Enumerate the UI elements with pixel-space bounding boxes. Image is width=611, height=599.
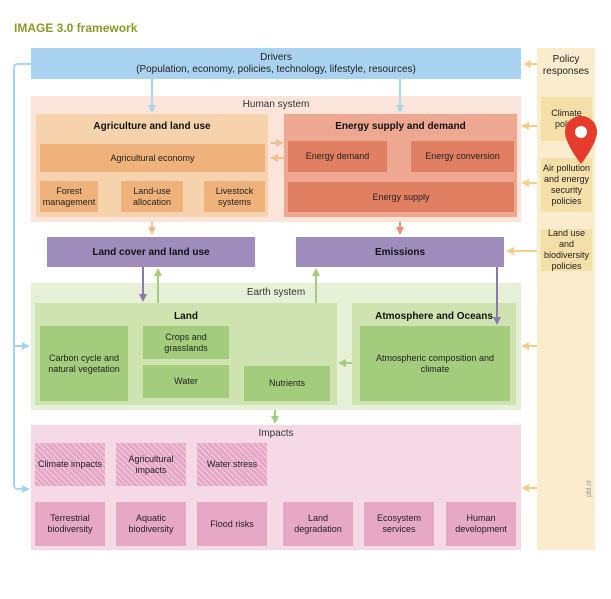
carbon-cycle-box: Carbon cycle and natural vegetation xyxy=(40,326,128,401)
agriculture-title: Agriculture and land use xyxy=(93,120,211,132)
drivers-box: Drivers (Population, economy, policies, … xyxy=(31,48,521,79)
climate-impacts-box: Climate impacts xyxy=(35,443,105,486)
land-degradation-box: Land degradation xyxy=(283,502,353,546)
drivers-subtitle: (Population, economy, policies, technolo… xyxy=(136,63,416,75)
human-system-label: Human system xyxy=(242,98,310,110)
energy-conversion-box: Energy conversion xyxy=(411,141,514,172)
land-cover-box: Land cover and land use xyxy=(47,237,255,267)
arrow-drivers-impacts xyxy=(13,63,31,493)
crops-grasslands-box: Crops and grasslands xyxy=(143,326,229,359)
forest-management-box: Forest management xyxy=(40,181,98,212)
atmosphere-title: Atmosphere and Oceans xyxy=(375,310,493,322)
human-development-box: Human development xyxy=(446,502,516,546)
location-pin-icon xyxy=(565,116,597,164)
flood-risks-box: Flood risks xyxy=(197,502,267,546)
energy-title: Energy supply and demand xyxy=(335,120,466,132)
policy-header: Policy responses xyxy=(542,54,590,77)
nutrients-box: Nutrients xyxy=(244,366,330,401)
water-stress-box: Water stress xyxy=(197,443,267,486)
agricultural-economy-box: Agricultural economy xyxy=(40,144,265,172)
water-box: Water xyxy=(143,365,229,398)
policy-land-biodiversity: Land use and biodiversity policies xyxy=(541,228,592,271)
impacts-panel xyxy=(31,425,521,550)
livestock-systems-box: Livestock systems xyxy=(204,181,265,212)
energy-demand-box: Energy demand xyxy=(288,141,387,172)
earth-system-label: Earth system xyxy=(246,286,306,298)
aquatic-biodiversity-box: Aquatic biodiversity xyxy=(116,502,186,546)
page-title: IMAGE 3.0 framework xyxy=(14,21,138,35)
emissions-box: Emissions xyxy=(296,237,504,267)
land-title: Land xyxy=(174,310,198,322)
atmospheric-composition-box: Atmospheric composition and climate xyxy=(360,326,510,401)
terrestrial-biodiversity-box: Terrestrial biodiversity xyxy=(35,502,105,546)
ecosystem-services-box: Ecosystem services xyxy=(364,502,434,546)
land-use-allocation-box: Land-use allocation xyxy=(121,181,183,212)
agricultural-impacts-box: Agricultural impacts xyxy=(116,443,186,486)
policy-air-energy: Air pollution and energy security polici… xyxy=(541,158,592,212)
drivers-label: Drivers xyxy=(260,51,292,63)
energy-supply-box: Energy supply xyxy=(288,182,514,212)
impacts-label: Impacts xyxy=(258,427,294,439)
